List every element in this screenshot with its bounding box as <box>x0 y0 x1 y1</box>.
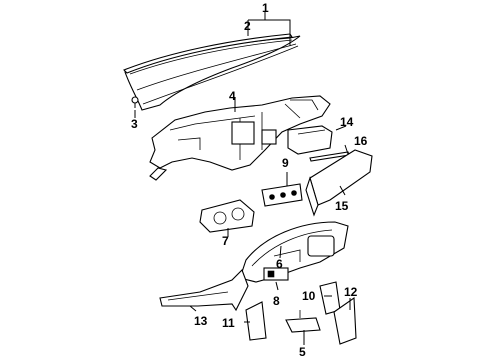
callout-16: 16 <box>354 134 368 148</box>
leader-lines <box>134 12 351 345</box>
callout-11: 11 <box>222 316 235 330</box>
callout-3: 3 <box>131 117 138 131</box>
callout-14: 14 <box>340 115 354 129</box>
callout-10: 10 <box>302 289 316 303</box>
clip-fastener <box>131 96 139 108</box>
callout-9: 9 <box>282 156 289 170</box>
callout-8: 8 <box>273 294 280 308</box>
callout-15: 15 <box>335 199 349 213</box>
end-cap <box>245 301 267 341</box>
instrument-panel-lower <box>239 221 349 283</box>
callout-13: 13 <box>194 314 208 328</box>
callout-2: 2 <box>244 19 251 33</box>
dash-pad-molding <box>123 33 293 74</box>
callout-1: 1 <box>262 1 269 15</box>
passenger-airbag <box>287 125 333 155</box>
callout-labels: 1 2 3 4 14 16 9 15 7 6 8 13 10 11 12 5 <box>131 1 368 359</box>
instrument-panel-frame <box>149 95 331 181</box>
callout-12: 12 <box>344 285 358 299</box>
knee-bolster <box>159 269 249 312</box>
mounting-bracket <box>285 310 321 333</box>
instrument-cluster <box>199 199 255 233</box>
dash-switch <box>263 267 289 281</box>
callout-5: 5 <box>299 345 306 359</box>
glove-box-door <box>305 149 373 217</box>
callout-4: 4 <box>229 89 236 103</box>
callout-7: 7 <box>222 234 229 248</box>
climate-control-panel <box>261 183 303 207</box>
callout-6: 6 <box>276 257 283 271</box>
side-cover-panel <box>319 281 341 315</box>
